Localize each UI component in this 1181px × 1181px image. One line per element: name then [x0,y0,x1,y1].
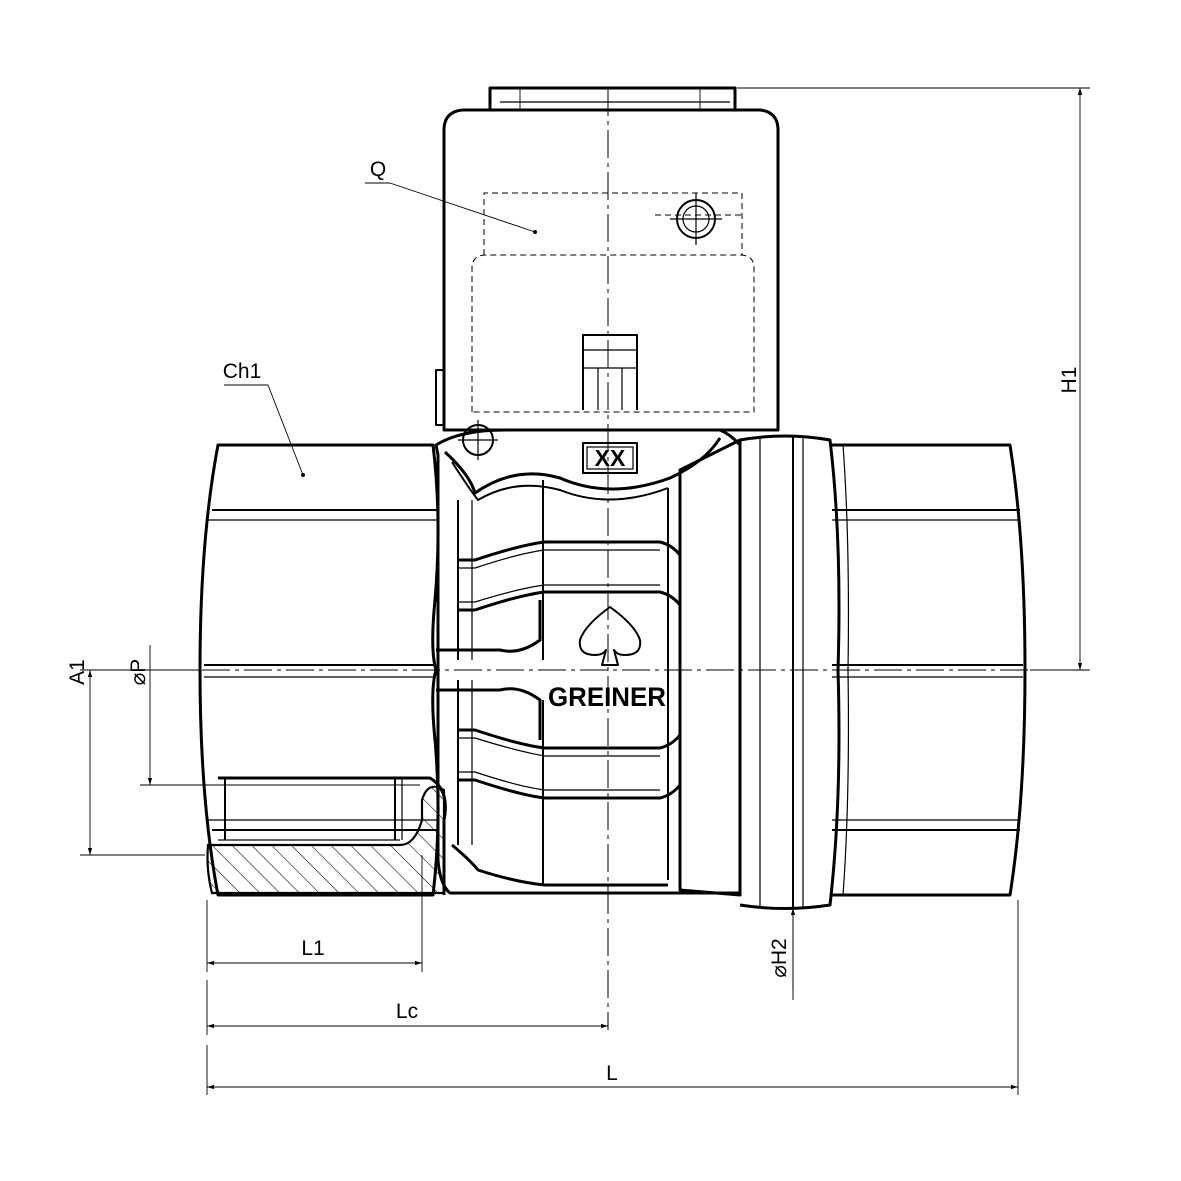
dim-l1: L1 [206,855,423,972]
dim-lc: Lc [206,980,608,1035]
cap-screw [670,193,722,245]
body-ribs-upper [457,480,682,880]
callout-q-label: Q [370,158,386,181]
cap-handle-slot [582,334,638,410]
dim-lc-label: Lc [396,1000,418,1023]
dim-h2-label: H2 [768,938,791,965]
dim-h1-label: H1 [1058,367,1081,394]
brand-logo-text: GREINER [548,682,666,712]
dim-h1: H1 [737,87,1090,671]
diameter-symbol-h2: ⌀ [768,965,791,978]
svg-text:⌀P: ⌀P [127,659,150,686]
marking-text: XX [595,445,626,471]
dim-l: L [206,900,1019,1095]
left-bore-section [206,776,447,895]
marking-box [582,442,638,474]
cap-hidden-window [483,192,743,255]
dim-p: ⌀P [127,645,420,786]
dim-a1: A1 [66,659,205,856]
cap-housing [442,108,780,432]
actuator-cap [435,86,780,432]
valve-body: XX GREINER [434,420,742,895]
spade-logo-icon [578,606,642,666]
dim-l1-label: L1 [301,937,324,960]
diameter-symbol: ⌀ [127,673,150,686]
hatched-section [206,785,446,895]
right-nut [678,434,841,910]
svg-text:⌀H2: ⌀H2 [768,938,791,978]
body-ribs-lower [451,680,682,887]
center-lines [160,88,1040,1030]
dim-h2: ⌀H2 [768,908,796,1000]
cap-top-rim [488,86,737,110]
dim-l-label: L [606,1062,618,1085]
right-hex-fitting [830,443,1027,897]
dim-a1-label: A1 [66,659,89,685]
callout-q: Q [365,158,537,234]
callout-ch1-label: Ch1 [223,360,262,383]
dim-p-label: P [127,659,150,673]
callout-ch1: Ch1 [223,360,305,477]
